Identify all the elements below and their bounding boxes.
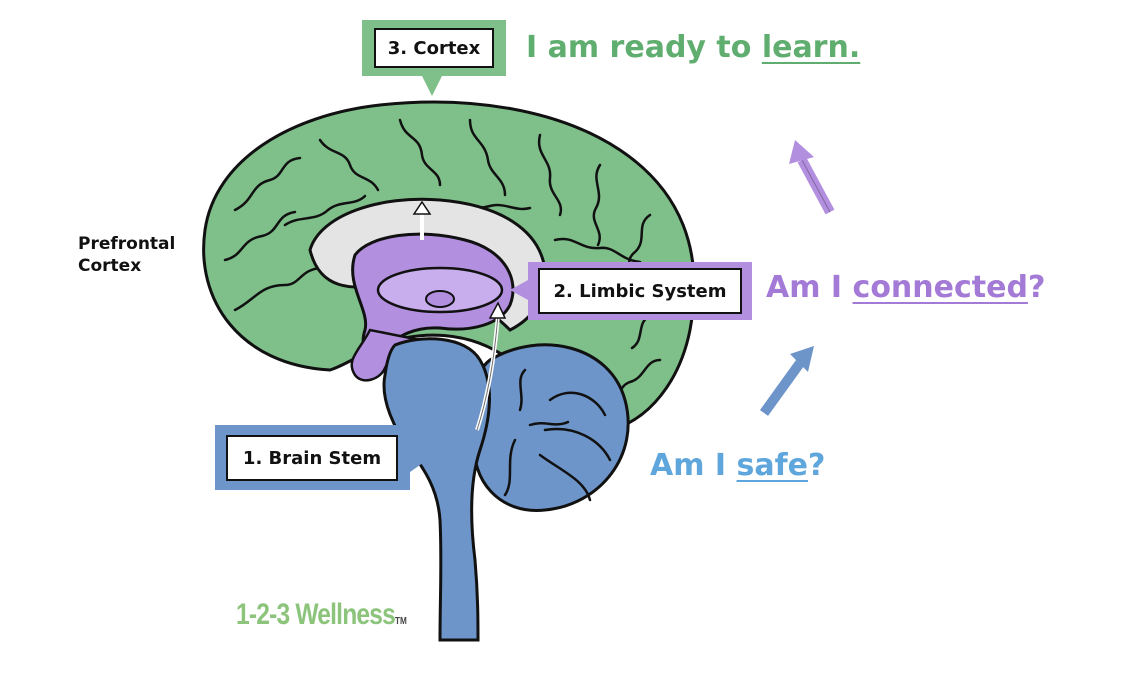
safe-caption: Am I safe? — [650, 448, 825, 483]
prefrontal-cortex-label: Prefrontal Cortex — [78, 233, 175, 277]
brain-stem — [382, 337, 491, 642]
prefrontal-line-1: Prefrontal — [78, 234, 176, 254]
brand-trademark: TM — [394, 616, 407, 627]
safe-caption-prefix: Am I — [650, 448, 737, 483]
limbic-to-cortex-arrowhead — [412, 200, 432, 215]
safe-caption-word: safe — [736, 448, 809, 483]
brand-name: 1-2-3 Wellness — [236, 598, 396, 631]
stem-to-limbic-arrowhead — [488, 301, 507, 319]
limbic-label: 2. Limbic System — [538, 268, 742, 314]
thalamus-core — [425, 290, 455, 308]
learn-caption-word: learn. — [761, 30, 861, 65]
learn-caption: I am ready to learn. — [526, 30, 860, 65]
connected-to-learn-arrow — [789, 140, 835, 215]
cortex-label-text: 3. Cortex — [374, 28, 494, 68]
limbic-label-text: 2. Limbic System — [538, 268, 742, 314]
brainstem-label: 1. Brain Stem — [226, 435, 398, 481]
stem-to-limbic-arrow-outline — [476, 314, 499, 431]
connected-caption: Am I connected? — [766, 270, 1045, 305]
cerebellum — [472, 343, 630, 512]
brainstem-label-text: 1. Brain Stem — [226, 435, 398, 481]
connected-caption-suffix: ? — [1027, 270, 1046, 305]
connected-caption-prefix: Am I — [766, 270, 853, 305]
brand-logo: 1-2-3 WellnessTM — [236, 598, 407, 632]
cerebellum-folds — [503, 368, 612, 502]
safe-to-connected-arrow — [759, 346, 814, 416]
prefrontal-line-2: Cortex — [78, 256, 142, 276]
cortex-label: 3. Cortex — [374, 28, 494, 68]
connected-caption-word: connected — [852, 270, 1028, 305]
learn-caption-prefix: I am ready to — [526, 30, 762, 65]
safe-caption-suffix: ? — [808, 448, 826, 483]
